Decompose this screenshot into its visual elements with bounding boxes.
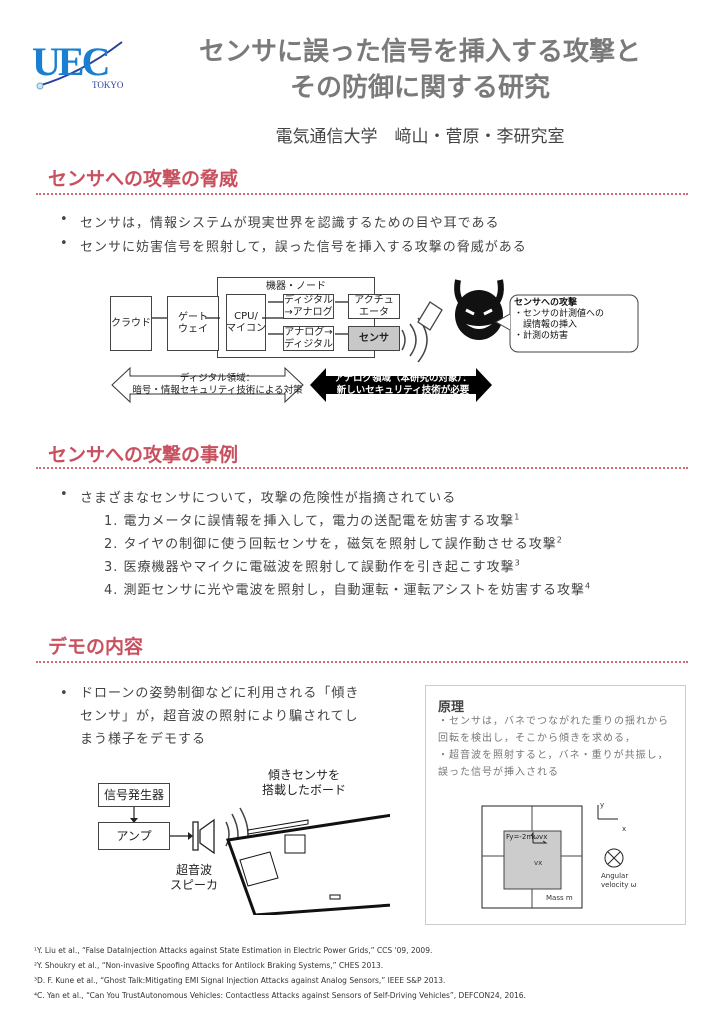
omega-label: Angular velocity ω [601,872,637,889]
list-item: 3. 医療機器やマイクに電磁波を照射して誤動作を引き起こす攻撃3 [104,556,521,575]
item-text: 医療機器やマイクに電磁波を照射して誤動作を引き起こす攻撃 [123,560,515,575]
amp-box: アンプ [98,822,170,850]
bullet: センサに妨害信号を照射して，誤った信号を挿入する攻撃の脅威がある [60,236,527,255]
devil-icon [454,279,504,340]
footnote: ¹Y. Liu et al., “False DataInjection Att… [34,946,433,955]
mass-label: Mass m [546,894,573,902]
double-arrows [152,301,348,335]
bullet-text: センサに妨害信号を照射して，誤った信号を挿入する攻撃の脅威がある [80,240,527,255]
force-label: Fy=-2mωvx [506,833,548,841]
item-number: 2. [104,537,119,552]
board-label: 傾きセンサを 搭載したボード [262,768,347,797]
footnote: ⁴C. Yan et al., “Can You TrustAutonomous… [34,991,526,1000]
item-number: 4. [104,583,119,598]
ref: 4 [585,581,592,591]
sensor-box: センサ [348,326,400,351]
section2-heading: センサへの攻撃の事例 [48,444,239,466]
ref: 3 [514,558,521,568]
principle-text: ・センサは，バネでつながれた重りの揺れから回転を検出し，そこから傾きを求める， … [438,716,669,778]
bubble-content: センサへの攻撃 ・センサの計測値への 誤情報の挿入 ・計測の妨害 [514,298,604,342]
speaker-icon [417,301,443,331]
analog-label: アナログ領域（本研究の対象）： 新しいセキュリティ技術が必要 [334,373,472,396]
bullet-text: センサは，情報システムが現実世界を認識するための目や耳である [80,216,500,231]
principle-title: 原理 [438,700,465,715]
actuator-box: アクチュ エータ [348,294,400,319]
y-axis-label: y [600,801,605,809]
bullet: ドローンの姿勢制御などに利用される「傾き センサ」が，超音波の照射により騙されて… [60,682,360,751]
diagram-graphics [111,279,639,404]
cloud-box: クラウド [110,296,152,351]
divider [36,467,688,469]
bullet: センサは，情報システムが現実世界を認識するための目や耳である [60,212,500,231]
item-number: 3. [104,560,119,575]
bullet-text: ドローンの姿勢制御などに利用される「傾き センサ」が，超音波の照射により騙されて… [80,686,360,747]
bubble-title: センサへの攻撃 [514,298,578,308]
ref: 2 [556,535,563,545]
bubble-item: ・センサの計測値への 誤情報の挿入 [514,309,605,330]
item-number: 1. [104,514,119,529]
divider [36,661,688,663]
vx-label: vx [534,859,543,867]
digital-label: ディジタル領域： 暗号・情報セキュリティ技術による対策 [132,373,303,396]
section3-heading: デモの内容 [48,636,144,658]
analog-arrow [310,368,492,402]
demo-graphics [130,807,390,915]
divider [36,193,688,195]
bubble-item: ・計測の妨害 [514,331,569,341]
speaker-icon [192,818,215,855]
bullet: さまざまなセンサについて，攻撃の危険性が指摘されている [60,487,457,506]
cpu-box: CPU/ マイコン [226,294,266,351]
list-item: 4. 測距センサに光や電波を照射し，自動運転・運転アシストを妨害する攻撃4 [104,579,591,598]
adc-box: アナログ→ ディジタル [283,326,334,351]
x-axis-label: x [622,825,627,833]
section1-heading: センサへの攻撃の脅威 [48,168,239,190]
gyro-diagram [481,805,624,909]
uec-logo: UEC TOKYO [30,34,130,94]
bullet-text: さまざまなセンサについて，攻撃の危険性が指摘されている [80,491,457,506]
page-title: センサに誤った信号を挿入する攻撃とその防御に関する研究 [150,34,690,106]
affiliation: 電気通信大学 﨑山・菅原・李研究室 [275,127,565,147]
list-item: 1. 電力メータに誤情報を挿入して，電力の送配電を妨害する攻撃1 [104,510,520,529]
principle-box: 原理 ・センサは，バネでつながれた重りの揺れから回転を検出し，そこから傾きを求め… [425,685,686,925]
item-text: 測距センサに光や電波を照射し，自動運転・運転アシストを妨害する攻撃 [123,583,586,598]
speaker-label: 超音波 スピーカ [170,863,219,892]
item-text: 電力メータに誤情報を挿入して，電力の送配電を妨害する攻撃 [123,514,515,529]
node-label: 機器・ノード [266,281,326,292]
logo-graphic [36,41,123,90]
dac-box: ディジタル →アナログ [283,294,334,319]
list-item: 2. タイヤの制御に使う回転センサを，磁気を照射して誤作動させる攻撃2 [104,533,563,552]
board-icon [225,813,390,915]
ref: 1 [514,512,521,522]
item-text: タイヤの制御に使う回転センサを，磁気を照射して誤作動させる攻撃 [123,537,557,552]
footnote: ²Y. Shoukry et al., “Non-invasive Spoofi… [34,961,384,970]
gateway-box: ゲート ウェイ [167,296,219,351]
digital-arrow [111,366,304,404]
title-line-1: センサに誤った信号を挿入する攻撃と [198,37,641,67]
signal-generator-box: 信号発生器 [98,783,170,807]
footnote: ³D. F. Kune et al., “Ghost Talk:Mitigati… [34,976,446,985]
title-line-2: その防御に関する研究 [289,73,550,103]
